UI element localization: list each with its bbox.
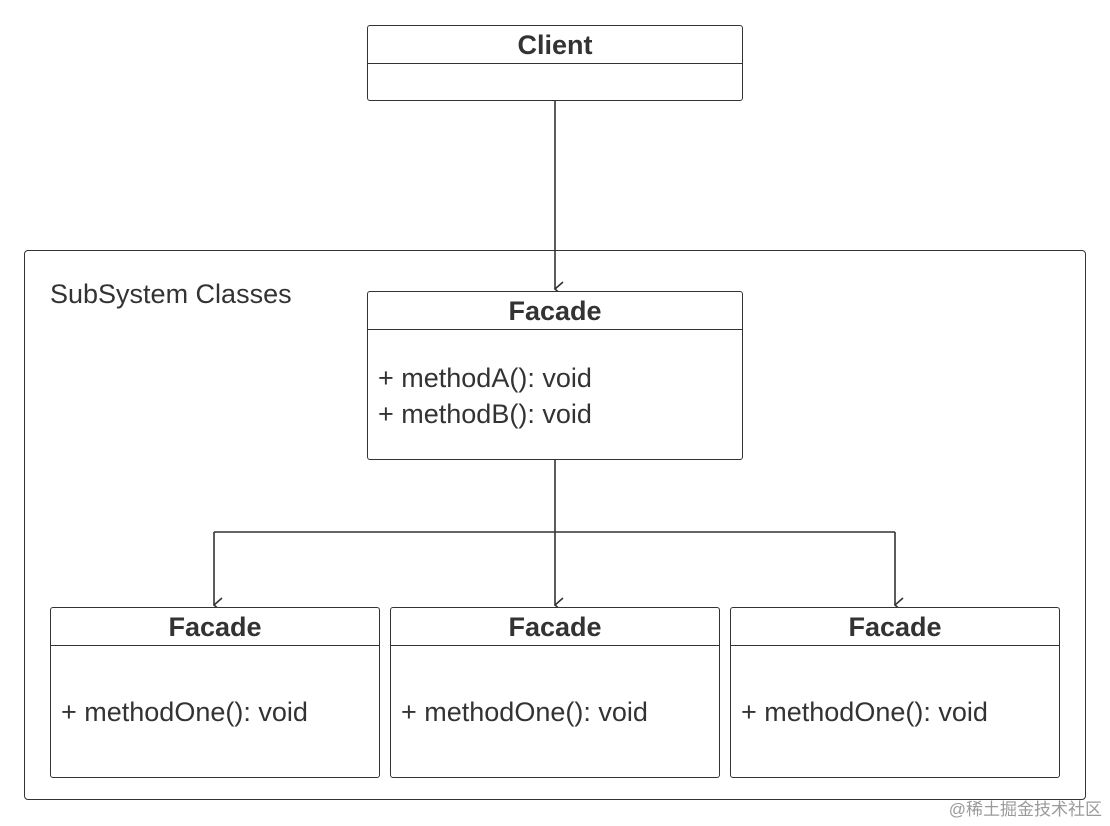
subsystem-class-3-name: Facade: [731, 608, 1059, 646]
subsystem-class-3-method-one: + methodOne(): void: [741, 697, 988, 727]
subsystem-class-1-methods: + methodOne(): void: [51, 646, 379, 730]
client-class[interactable]: Client: [367, 25, 743, 101]
facade-method-b: + methodB(): void: [378, 399, 592, 429]
facade-class[interactable]: Facade + methodA(): void + methodB(): vo…: [367, 291, 743, 460]
subsystem-class-3[interactable]: Facade + methodOne(): void: [730, 607, 1060, 778]
subsystem-class-2-method-one: + methodOne(): void: [401, 697, 648, 727]
subsystem-class-2[interactable]: Facade + methodOne(): void: [390, 607, 720, 778]
subsystem-class-3-methods: + methodOne(): void: [731, 646, 1059, 730]
client-class-body: [368, 64, 742, 100]
facade-method-a: + methodA(): void: [378, 363, 592, 393]
subsystem-class-1-name: Facade: [51, 608, 379, 646]
subsystem-class-2-methods: + methodOne(): void: [391, 646, 719, 730]
subsystem-class-1-method-one: + methodOne(): void: [61, 697, 308, 727]
watermark-text: @稀土掘金技术社区: [948, 800, 1102, 819]
facade-class-name: Facade: [368, 292, 742, 330]
subsystem-class-1[interactable]: Facade + methodOne(): void: [50, 607, 380, 778]
facade-methods: + methodA(): void + methodB(): void: [368, 330, 742, 432]
client-class-name: Client: [368, 26, 742, 64]
subsystem-label: SubSystem Classes: [50, 279, 292, 309]
subsystem-class-2-name: Facade: [391, 608, 719, 646]
